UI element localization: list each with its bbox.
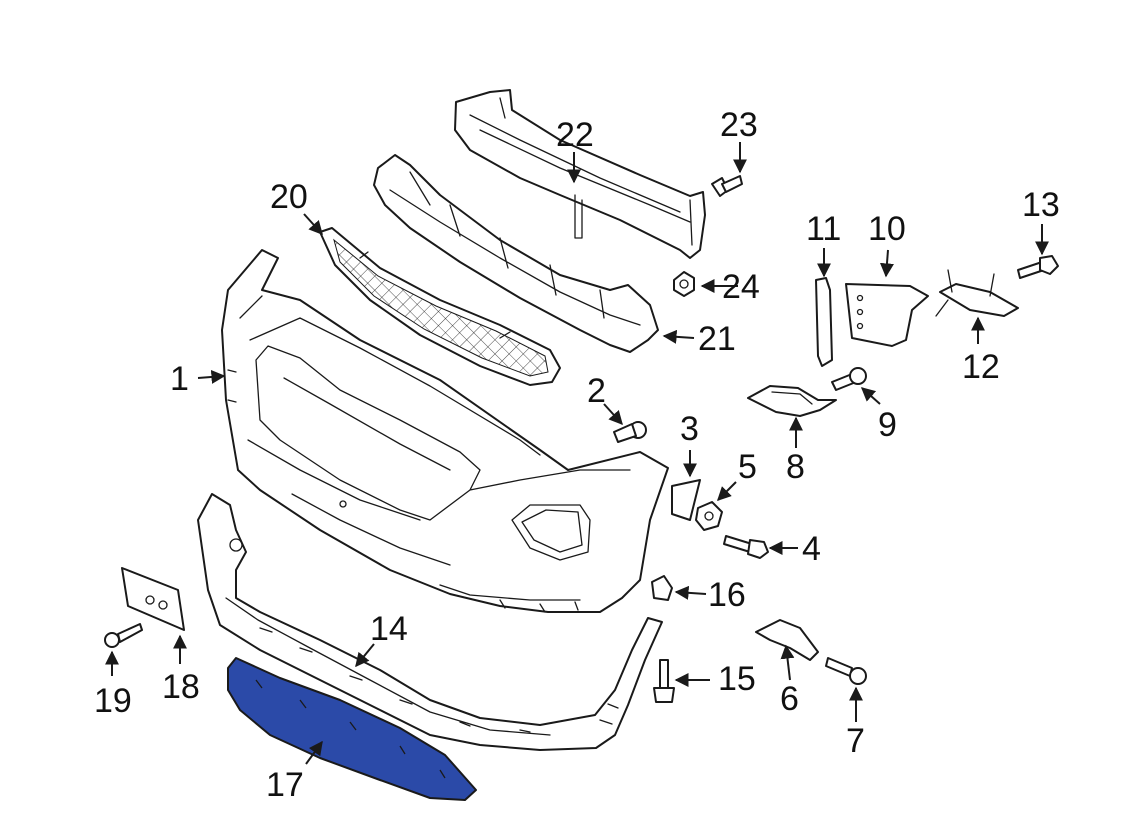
part-lower-valance — [197, 493, 663, 751]
callout-1: 1 — [170, 360, 189, 398]
callout-2: 2 — [587, 372, 606, 410]
part-lower-grille — [319, 227, 561, 386]
leader-14 — [355, 643, 375, 668]
part-bracket-10 — [845, 283, 929, 347]
leader-20 — [303, 213, 323, 236]
callout-10: 10 — [868, 210, 906, 248]
callout-19: 19 — [94, 682, 132, 720]
callout-24: 24 — [722, 268, 760, 306]
callout-14: 14 — [370, 610, 408, 648]
part-nut-24 — [673, 271, 695, 297]
leader-21 — [662, 329, 695, 344]
callout-labels: 1 2 3 4 5 6 7 8 9 10 11 12 13 14 15 16 1… — [94, 106, 1060, 804]
callout-17: 17 — [266, 766, 304, 804]
callout-5: 5 — [738, 448, 757, 486]
part-bumper-cover — [221, 249, 669, 613]
part-bolt-23 — [711, 175, 743, 197]
part-clip-16 — [651, 575, 673, 601]
callout-23: 23 — [720, 106, 758, 144]
part-bolt-15 — [653, 659, 675, 703]
callout-22: 22 — [556, 116, 594, 154]
leader-5 — [717, 481, 737, 501]
callout-16: 16 — [708, 576, 746, 614]
leader-16 — [674, 585, 707, 600]
part-energy-absorber — [373, 154, 659, 353]
part-skid-plate-highlighted — [227, 657, 477, 801]
callout-9: 9 — [878, 406, 897, 444]
callout-15: 15 — [718, 660, 756, 698]
part-nut-5 — [695, 501, 723, 531]
part-bracket-3 — [671, 479, 701, 521]
leader-lines — [105, 142, 1049, 765]
leader-1 — [197, 369, 226, 384]
part-bolt-4 — [723, 535, 769, 559]
part-screw-9 — [831, 367, 867, 391]
part-screw-7 — [825, 657, 867, 685]
callout-8: 8 — [786, 448, 805, 486]
part-bracket-6 — [755, 619, 819, 661]
callout-13: 13 — [1022, 186, 1060, 224]
part-bolt-13 — [1017, 255, 1059, 279]
part-license-bracket — [121, 567, 185, 631]
part-bracket-12 — [935, 269, 1019, 317]
callout-20: 20 — [270, 178, 308, 216]
callout-21: 21 — [698, 320, 736, 358]
leader-6 — [780, 644, 795, 681]
callout-18: 18 — [162, 668, 200, 706]
callout-12: 12 — [962, 348, 1000, 386]
callout-11: 11 — [806, 210, 841, 248]
part-strip-11 — [815, 277, 833, 367]
leader-17 — [305, 740, 323, 765]
part-bolt-2 — [613, 421, 647, 443]
part-screw-19 — [104, 623, 143, 648]
leader-10 — [879, 249, 894, 278]
part-side-bracket-8 — [747, 385, 837, 417]
callout-6: 6 — [780, 680, 799, 718]
callout-3: 3 — [680, 410, 699, 448]
leader-9 — [860, 387, 881, 405]
callout-4: 4 — [802, 530, 821, 568]
leader-2 — [603, 403, 623, 426]
callout-7: 7 — [846, 722, 865, 760]
